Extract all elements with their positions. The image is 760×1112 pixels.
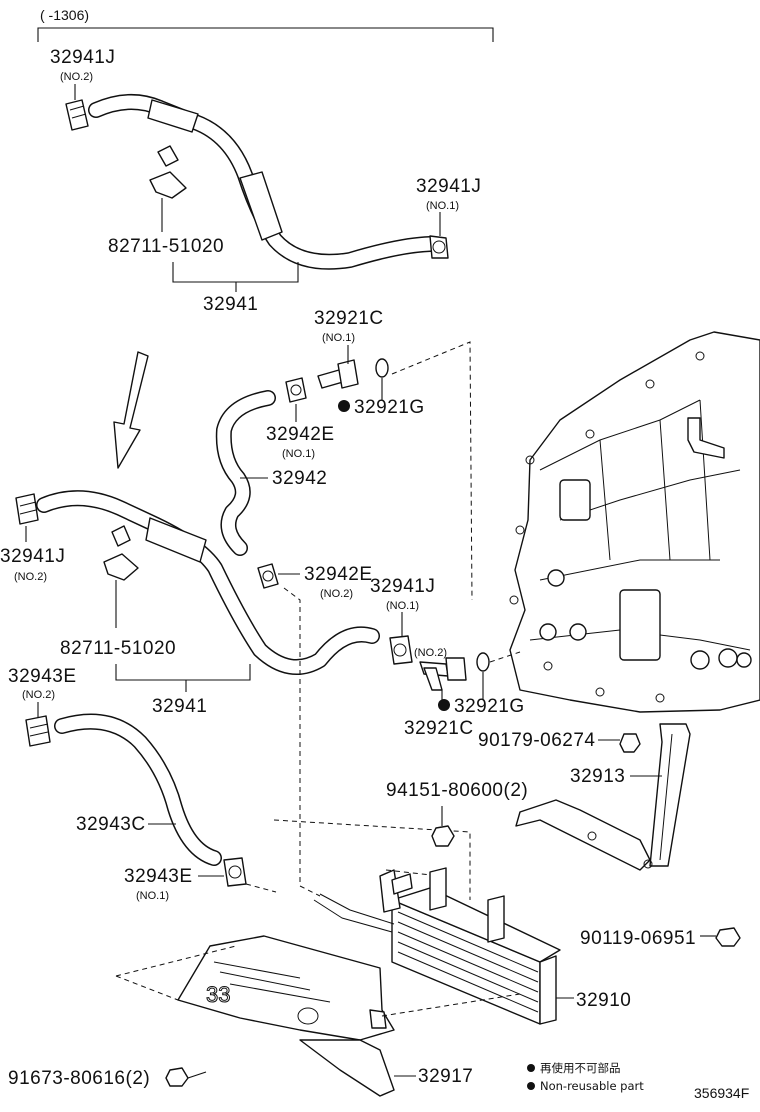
- label-32910: 32910: [576, 990, 631, 1011]
- label-32921G-mid: 32921G: [454, 696, 525, 717]
- label-32942E-no2: 32942E: [304, 564, 373, 585]
- clip-82711-top: [149, 145, 187, 232]
- label-32941-mid: 32941: [152, 696, 207, 717]
- label-90119: 90119-06951: [580, 928, 696, 949]
- legend: 再使用不可部品 Non-reusable part: [527, 1061, 644, 1093]
- label-32941J-no1-top: 32941J: [416, 176, 481, 197]
- clamp-32942E-no2: [257, 563, 279, 589]
- sub-32941J-no1-top: (NO.1): [426, 200, 459, 212]
- clamp-32943E-no2: [25, 715, 51, 747]
- bolt-90179: [619, 733, 641, 753]
- label-32942E-no1: 32942E: [266, 424, 335, 445]
- sub-32941J-mid-left: (NO.2): [14, 571, 47, 583]
- range-label: ( -1306): [40, 7, 89, 23]
- label-32913: 32913: [570, 766, 625, 787]
- oil-cooler-32910: [313, 867, 561, 1025]
- clamp-32941J-no1-top: [429, 235, 449, 259]
- label-32917: 32917: [418, 1066, 473, 1087]
- label-82711-top: 82711-51020: [108, 236, 224, 257]
- clip-82711-mid: [103, 525, 139, 628]
- bolt-91673: [165, 1067, 207, 1087]
- sub-32942E-no2: (NO.2): [320, 588, 353, 600]
- figure-code: 356934F: [694, 1085, 749, 1101]
- sub-32941J-mid-right: (NO.1): [386, 600, 419, 612]
- label-90179: 90179-06274: [478, 730, 596, 751]
- connector-32921C-top: [317, 345, 389, 389]
- label-94151: 94151-80600(2): [386, 780, 528, 801]
- non-reusable-mark-1: [338, 400, 350, 412]
- transmission-case: [509, 331, 760, 713]
- direction-arrow: [113, 351, 149, 469]
- svg-text:33: 33: [206, 982, 230, 1007]
- sub-32942E-no1: (NO.1): [282, 448, 315, 460]
- label-32942: 32942: [272, 468, 327, 489]
- label-32921C-mid: 32921C: [404, 718, 474, 739]
- label-32941J-mid-right: 32941J: [370, 576, 435, 597]
- label-91673: 91673-80616(2): [8, 1068, 150, 1089]
- legend-jp: 再使用不可部品: [540, 1061, 621, 1075]
- label-32941J-top: 32941J: [50, 47, 115, 68]
- sub-32943E-bot: (NO.1): [136, 890, 169, 902]
- mid-hose-32941: [15, 490, 413, 675]
- bolt-94151: [431, 806, 455, 847]
- hose-32942: [215, 377, 307, 589]
- sub-32943E-top: (NO.2): [22, 689, 55, 701]
- label-32921G-top: 32921G: [354, 397, 425, 418]
- legend-en: Non-reusable part: [540, 1079, 644, 1093]
- clamp-32941J-no2-mid: [15, 493, 39, 525]
- sub-32921C-top: (NO.1): [322, 332, 355, 344]
- cover-32917: 33: [177, 935, 395, 1097]
- label-32943E-bot: 32943E: [124, 866, 193, 887]
- header-bracket: ( -1306): [37, 7, 494, 42]
- label-32921C-top: 32921C: [314, 308, 384, 329]
- non-reusable-mark-2: [438, 699, 450, 711]
- top-hose-32941: [65, 93, 449, 270]
- label-32941-top: 32941: [203, 294, 258, 315]
- clamp-32941J-no2-top: [65, 99, 89, 131]
- label-32943C: 32943C: [76, 814, 146, 835]
- sub-32941J-top: (NO.2): [60, 71, 93, 83]
- sub-no2-small: (NO.2): [414, 647, 447, 659]
- clamp-32941J-no1-mid: [389, 635, 413, 665]
- label-82711-mid: 82711-51020: [60, 638, 176, 659]
- hose-32943C: [25, 713, 247, 887]
- label-32941J-mid-left: 32941J: [0, 546, 65, 567]
- label-32943E-top: 32943E: [8, 666, 77, 687]
- clamp-32943E-no1: [223, 857, 247, 887]
- connector-32921C-mid: [419, 652, 490, 691]
- bracket-32913: [515, 723, 691, 871]
- bolt-90119: [700, 927, 741, 947]
- clamp-32942E-no1: [285, 377, 307, 403]
